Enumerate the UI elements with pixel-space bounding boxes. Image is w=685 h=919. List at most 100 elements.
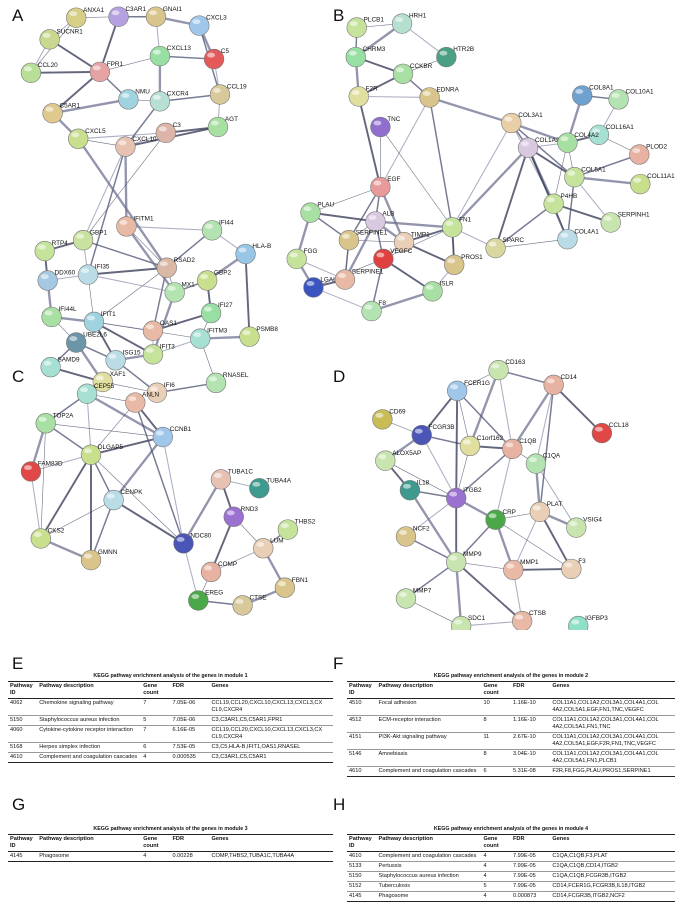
node-fcgr3b: FCGR3B bbox=[411, 424, 454, 446]
node-highlight bbox=[211, 120, 219, 126]
node-highlight bbox=[24, 66, 32, 72]
network-edge bbox=[99, 55, 160, 73]
node-rnasel: RNASEL bbox=[205, 372, 249, 394]
node-label: HRH1 bbox=[409, 13, 427, 20]
node-highlight bbox=[158, 126, 167, 132]
table-cell: 11 bbox=[481, 732, 511, 750]
node-fn1: FN1 bbox=[442, 216, 472, 238]
node-f2r: F2R bbox=[348, 86, 378, 107]
table-cell: 4 bbox=[481, 851, 511, 862]
node-highlight bbox=[106, 493, 115, 499]
node-highlight bbox=[396, 67, 405, 73]
network-edge bbox=[421, 434, 457, 499]
node-col5a1: COL5A1 bbox=[564, 166, 606, 188]
node-label: GMNN bbox=[98, 549, 118, 556]
node-fcer1g: FCER1G bbox=[447, 380, 490, 401]
table-cell: 3.04E-10 bbox=[510, 749, 551, 767]
node-highlight bbox=[84, 448, 92, 454]
node-highlight bbox=[71, 132, 80, 138]
node-highlight bbox=[450, 384, 459, 390]
node-label: CXCL5 bbox=[85, 128, 106, 135]
node-label: IFIT3 bbox=[160, 343, 175, 350]
network-edge bbox=[511, 384, 555, 450]
node-label: IFI27 bbox=[218, 302, 233, 309]
node-highlight bbox=[150, 386, 158, 392]
node-highlight bbox=[238, 247, 247, 253]
node-label: DLGAP5 bbox=[98, 444, 124, 451]
node-label: IFITM1 bbox=[133, 216, 154, 223]
node-highlight bbox=[242, 330, 251, 336]
node-label: CENPK bbox=[121, 489, 144, 496]
table-cell: C3,C5,HLA-B,IFIT1,OAS1,RNASEL bbox=[209, 742, 333, 753]
node-plod2: PLOD2 bbox=[629, 144, 668, 165]
network-edge bbox=[90, 454, 184, 544]
node-highlight bbox=[342, 233, 350, 239]
node-ndc80: NDC80 bbox=[173, 532, 212, 554]
node-label: F3 bbox=[578, 558, 586, 565]
node-c3ar1: C3AR1 bbox=[108, 6, 146, 27]
table-cell: Complement and coagulation cascades bbox=[376, 851, 482, 862]
table-cell: Amoebiasis bbox=[376, 749, 482, 767]
node-ifitm3: IFITM3 bbox=[190, 328, 228, 349]
node-label: ISLR bbox=[439, 280, 454, 287]
table-cell: 6 bbox=[481, 766, 511, 777]
node-sparc: SPARC bbox=[485, 237, 524, 259]
network-edge bbox=[494, 147, 529, 249]
table-cell: 7.53E-05 bbox=[170, 742, 210, 753]
network-edge bbox=[244, 253, 251, 337]
node-label: COMP bbox=[218, 561, 237, 568]
node-label: GBP2 bbox=[214, 270, 231, 277]
node-c1qa: C1QA bbox=[525, 453, 561, 474]
table-cell: COL11A1,COL1A2,COL3A1,COL4A1,COL 4A2,COL… bbox=[550, 732, 675, 750]
node-label: IFI35 bbox=[95, 264, 110, 271]
table-cell: CD14,FCGR3B,ITGB2,NCF2 bbox=[550, 891, 675, 902]
panel-label-g: G bbox=[12, 795, 26, 814]
node-ifit3: IFIT3 bbox=[142, 343, 175, 365]
table-cell: 4 bbox=[481, 861, 511, 872]
node-serpine1: SERPINE1 bbox=[338, 229, 388, 251]
network-edge bbox=[51, 71, 101, 114]
node-label: MX1 bbox=[182, 281, 196, 288]
node-plcb1: PLCB1 bbox=[346, 17, 384, 38]
node-highlight bbox=[521, 141, 530, 147]
node-highlight bbox=[632, 148, 641, 154]
node-highlight bbox=[214, 472, 222, 478]
node-highlight bbox=[376, 252, 385, 258]
node-serpine1b: SERPINE1 bbox=[334, 269, 384, 290]
node-label: CXCR4 bbox=[167, 90, 189, 97]
node-label: C3 bbox=[173, 122, 182, 129]
table-cell: Tuberculosis bbox=[376, 881, 482, 892]
network-edge bbox=[40, 499, 114, 539]
node-label: P4HB bbox=[561, 193, 578, 200]
network-edge bbox=[82, 146, 126, 241]
node-highlight bbox=[278, 581, 286, 587]
table-cell: Chemokine signaling pathway bbox=[37, 698, 142, 716]
node-c1qb: C1QB bbox=[502, 438, 537, 460]
node-gbp2: GBP2 bbox=[197, 270, 232, 291]
node-gnai1: GNAI1 bbox=[145, 6, 182, 27]
node-islr: ISLR bbox=[422, 280, 454, 302]
node-label: FBN1 bbox=[292, 577, 309, 584]
node-highlight bbox=[43, 360, 52, 366]
table-cell: 4 bbox=[141, 752, 171, 763]
node-highlight bbox=[192, 19, 201, 25]
node-label: ANLN bbox=[142, 392, 159, 399]
node-highlight bbox=[488, 241, 497, 247]
node-col16a1: COL16A1 bbox=[588, 124, 634, 145]
node-gmnn: GMNN bbox=[80, 549, 118, 571]
node-label: IFI44 bbox=[219, 219, 234, 226]
network-edge bbox=[539, 384, 555, 512]
network-edge bbox=[455, 561, 523, 622]
node-label: MMP1 bbox=[520, 559, 539, 566]
panel-label-b: B bbox=[333, 6, 345, 25]
node-ctse: CTSE bbox=[232, 594, 266, 616]
node-label: TNC bbox=[387, 116, 400, 123]
column-header: FDR bbox=[170, 681, 210, 699]
node-highlight bbox=[349, 21, 358, 27]
network-edge bbox=[405, 561, 457, 600]
